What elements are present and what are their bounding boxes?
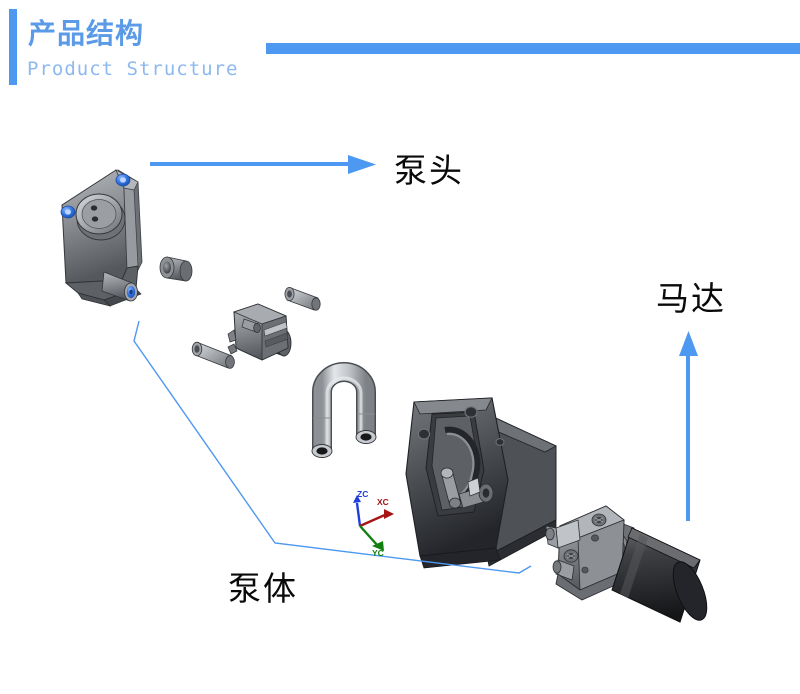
header-rule (266, 43, 800, 54)
callout-label-pump-body: 泵体 (228, 572, 298, 608)
part-pump-head-plate (60, 169, 143, 307)
part-motor-can (611, 527, 708, 623)
callout-label-motor: 马达 (656, 282, 726, 318)
screw-head-icon (591, 513, 607, 527)
part-u-tube (311, 362, 377, 458)
part-pump-body-casing (405, 397, 557, 569)
page-title-cn: 产品结构 (28, 19, 145, 50)
part-pump-cylinder (227, 303, 292, 361)
screw-head-icon (563, 549, 579, 563)
part-valve-pin (284, 286, 321, 311)
part-valve-pin (191, 341, 235, 369)
callout-label-pump-head: 泵头 (394, 154, 464, 190)
part-seal-cap (159, 256, 193, 282)
header-accent-bar (9, 9, 17, 85)
screw-boss-icon (115, 173, 131, 187)
screw-boss-icon (60, 205, 76, 219)
page-title-en: Product Structure (27, 58, 239, 80)
